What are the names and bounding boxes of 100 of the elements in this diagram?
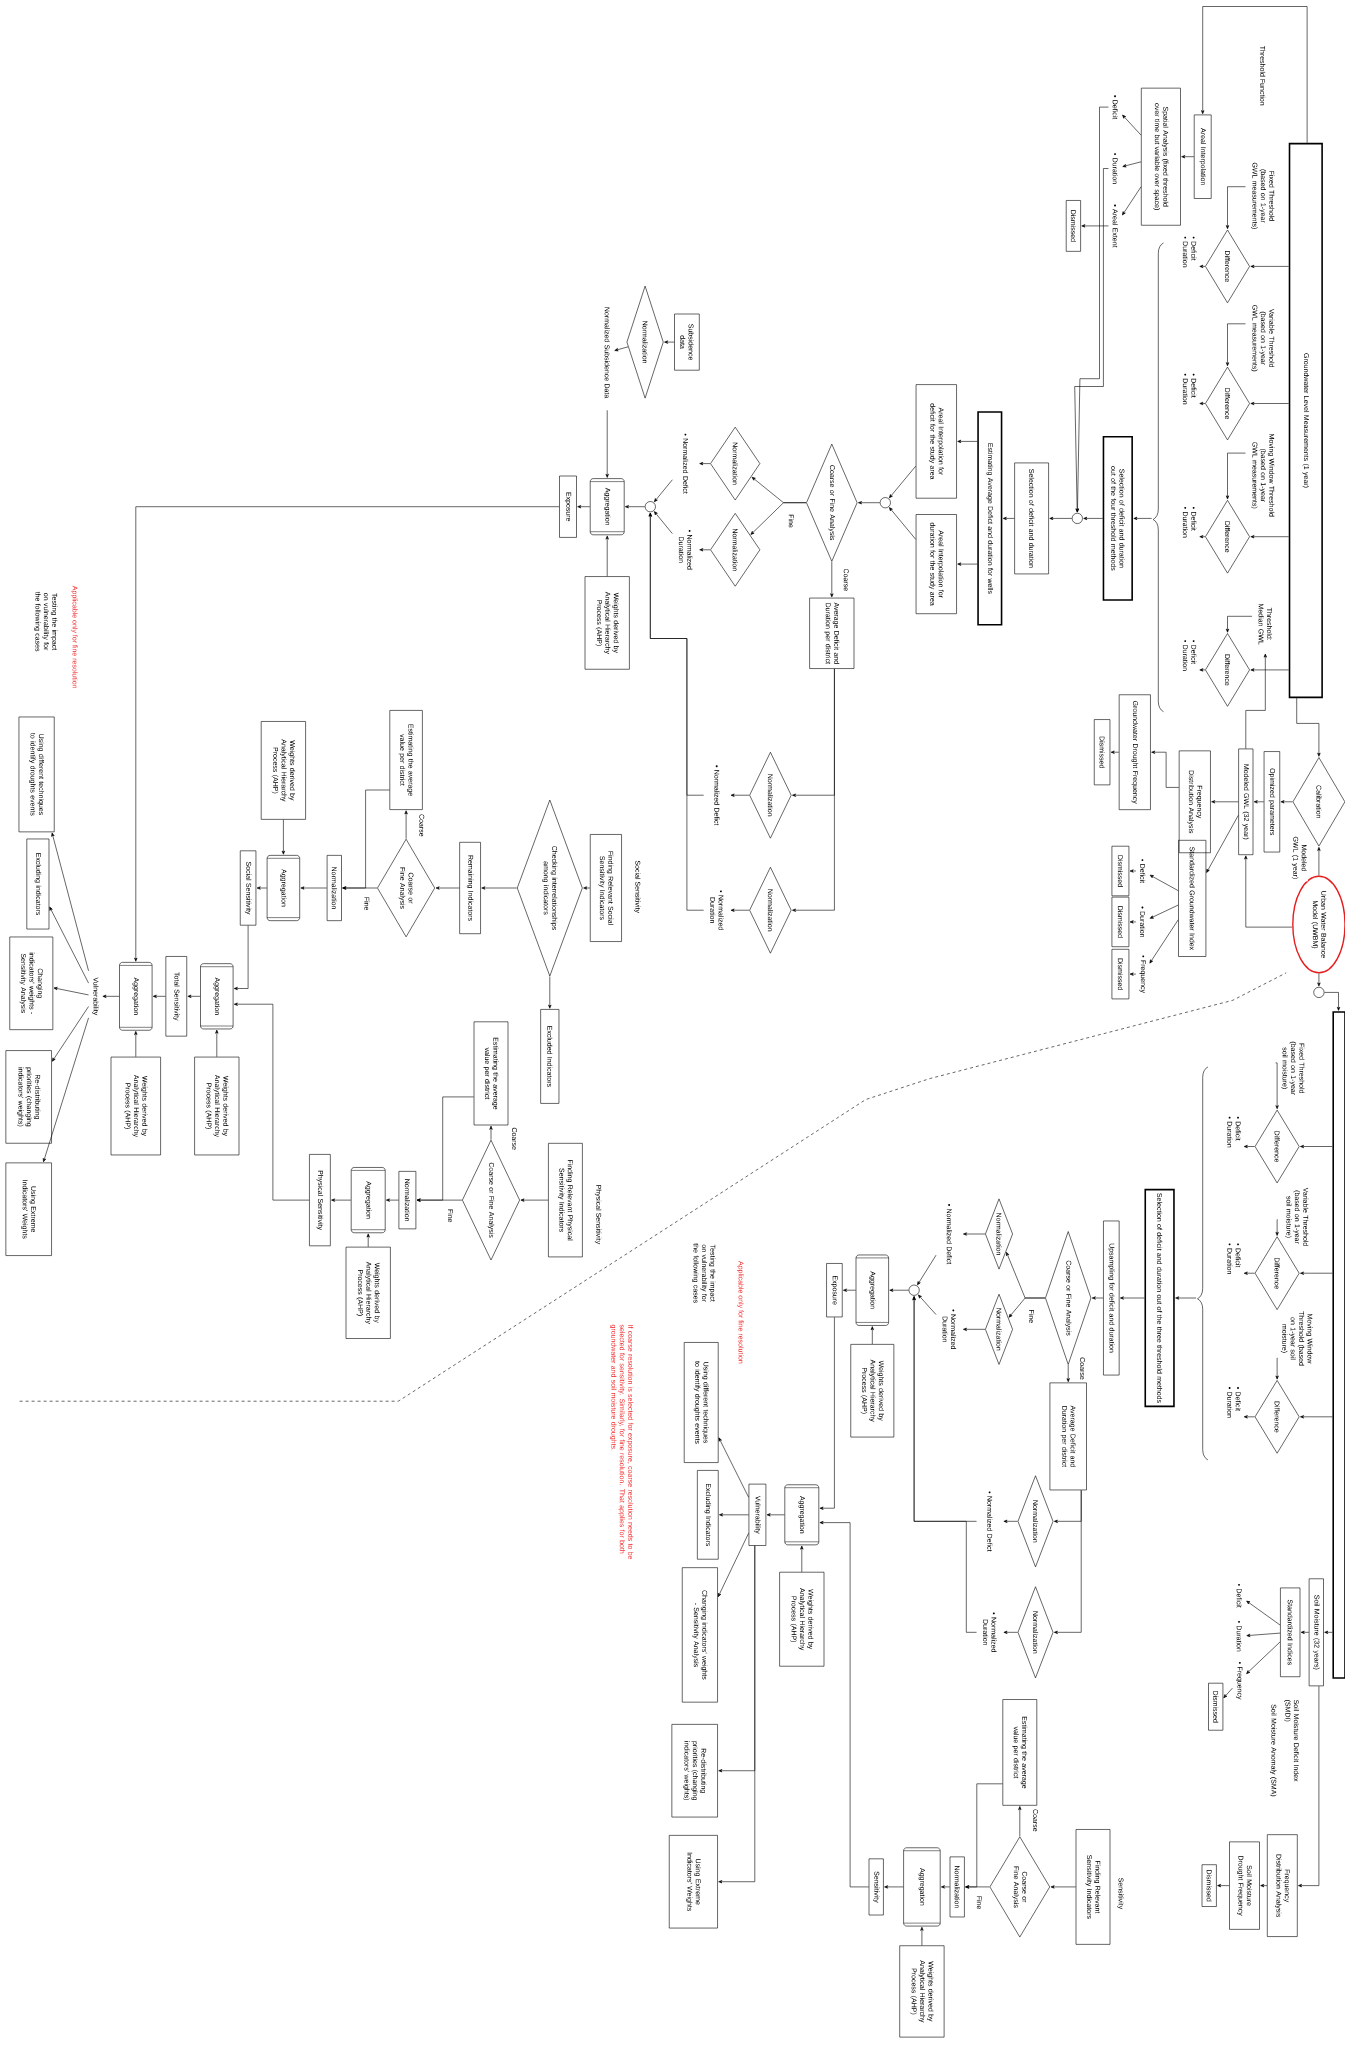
arrow	[963, 1327, 986, 1331]
arrow	[1225, 186, 1246, 230]
arrow	[1075, 106, 1109, 513]
arrow	[1050, 1885, 1076, 1889]
arrow	[489, 1125, 493, 1141]
arrow	[830, 561, 834, 598]
arrow	[1181, 155, 1195, 159]
arrow	[889, 507, 917, 540]
arrow	[870, 1326, 874, 1345]
arrow	[1253, 800, 1265, 804]
arrow	[1053, 1489, 1082, 1634]
arrow	[750, 502, 807, 535]
arrow	[917, 1254, 937, 1286]
arrow	[1129, 972, 1137, 976]
arrow	[605, 535, 609, 577]
arrow	[1300, 1144, 1333, 1149]
arrow	[1074, 168, 1109, 513]
curly-brace	[1197, 1066, 1209, 1461]
arrow	[1244, 855, 1293, 928]
arrow	[1199, 264, 1206, 269]
arrow	[1081, 224, 1109, 228]
arrow	[233, 925, 249, 991]
arrow	[1008, 1297, 1046, 1318]
arrow	[920, 1926, 924, 1946]
arrow	[1275, 1062, 1279, 1110]
arrow	[1199, 668, 1206, 672]
arrow	[1324, 992, 1341, 1011]
arrow	[1066, 1364, 1070, 1383]
arrow	[965, 1783, 1003, 1889]
arrow	[1317, 973, 1321, 987]
arrow	[1225, 616, 1253, 633]
arrow	[1296, 697, 1321, 757]
arrow	[386, 1198, 399, 1202]
arrow	[1280, 800, 1293, 804]
arrow	[1201, 6, 1308, 144]
arrow	[583, 886, 591, 890]
arrow	[1002, 516, 1015, 520]
arrow	[1122, 161, 1142, 168]
arrow	[664, 340, 675, 344]
arrow	[1206, 815, 1239, 873]
arrow	[654, 479, 673, 503]
arrow	[548, 976, 552, 1009]
arrow	[884, 1885, 904, 1889]
arrow	[1246, 1632, 1281, 1637]
arrow	[435, 886, 460, 890]
arrow	[1091, 1296, 1104, 1300]
arrow	[1129, 869, 1137, 873]
arrow	[912, 1296, 977, 1633]
arrow	[1223, 1687, 1233, 1699]
arrow	[256, 886, 268, 890]
arrow	[941, 1885, 950, 1889]
arrow	[1225, 323, 1246, 367]
arrow	[1300, 1271, 1333, 1275]
arrow	[625, 505, 646, 509]
arrow	[717, 1532, 749, 1597]
arrow	[963, 1232, 986, 1236]
arrow	[1275, 1357, 1279, 1380]
arrow	[819, 1316, 835, 1510]
arrow	[1243, 1415, 1255, 1419]
arrow	[1275, 1219, 1279, 1236]
arrow	[416, 1096, 474, 1202]
arrow	[1250, 535, 1289, 539]
arrow	[331, 1198, 352, 1202]
arrow	[577, 505, 591, 509]
arrow	[520, 1198, 549, 1202]
arrow	[1246, 1641, 1281, 1674]
arrow	[858, 501, 881, 505]
arrow	[1199, 401, 1206, 406]
arrow	[1324, 1630, 1333, 1634]
arrow	[134, 1031, 138, 1058]
arrow	[1149, 919, 1179, 964]
arrow	[1260, 1884, 1268, 1888]
arrow	[1300, 1415, 1333, 1419]
arrow	[957, 562, 978, 566]
arrow	[1151, 750, 1180, 788]
process-box	[1332, 1011, 1345, 1679]
arrow	[49, 906, 89, 984]
arrow	[1211, 800, 1239, 804]
arrow	[1250, 401, 1289, 406]
arrow	[1083, 516, 1103, 520]
arrow	[51, 832, 89, 972]
arrow	[699, 462, 711, 466]
arrow	[300, 886, 328, 890]
arrow	[1250, 668, 1289, 672]
arrow	[889, 465, 917, 499]
arrow	[233, 1002, 310, 1201]
arrow	[1225, 452, 1246, 500]
arrow	[1119, 1296, 1145, 1300]
arrow	[1149, 874, 1179, 891]
arrow	[718, 1545, 756, 1884]
arrow	[648, 512, 704, 911]
arrow	[1133, 516, 1152, 520]
arrow	[1199, 535, 1206, 539]
arrow	[53, 986, 89, 996]
arrow	[342, 789, 390, 890]
arrow	[1003, 1630, 1018, 1634]
arrow	[1122, 114, 1142, 136]
arrow	[718, 1437, 749, 1498]
arrow	[366, 1233, 370, 1248]
arrow	[152, 994, 166, 998]
